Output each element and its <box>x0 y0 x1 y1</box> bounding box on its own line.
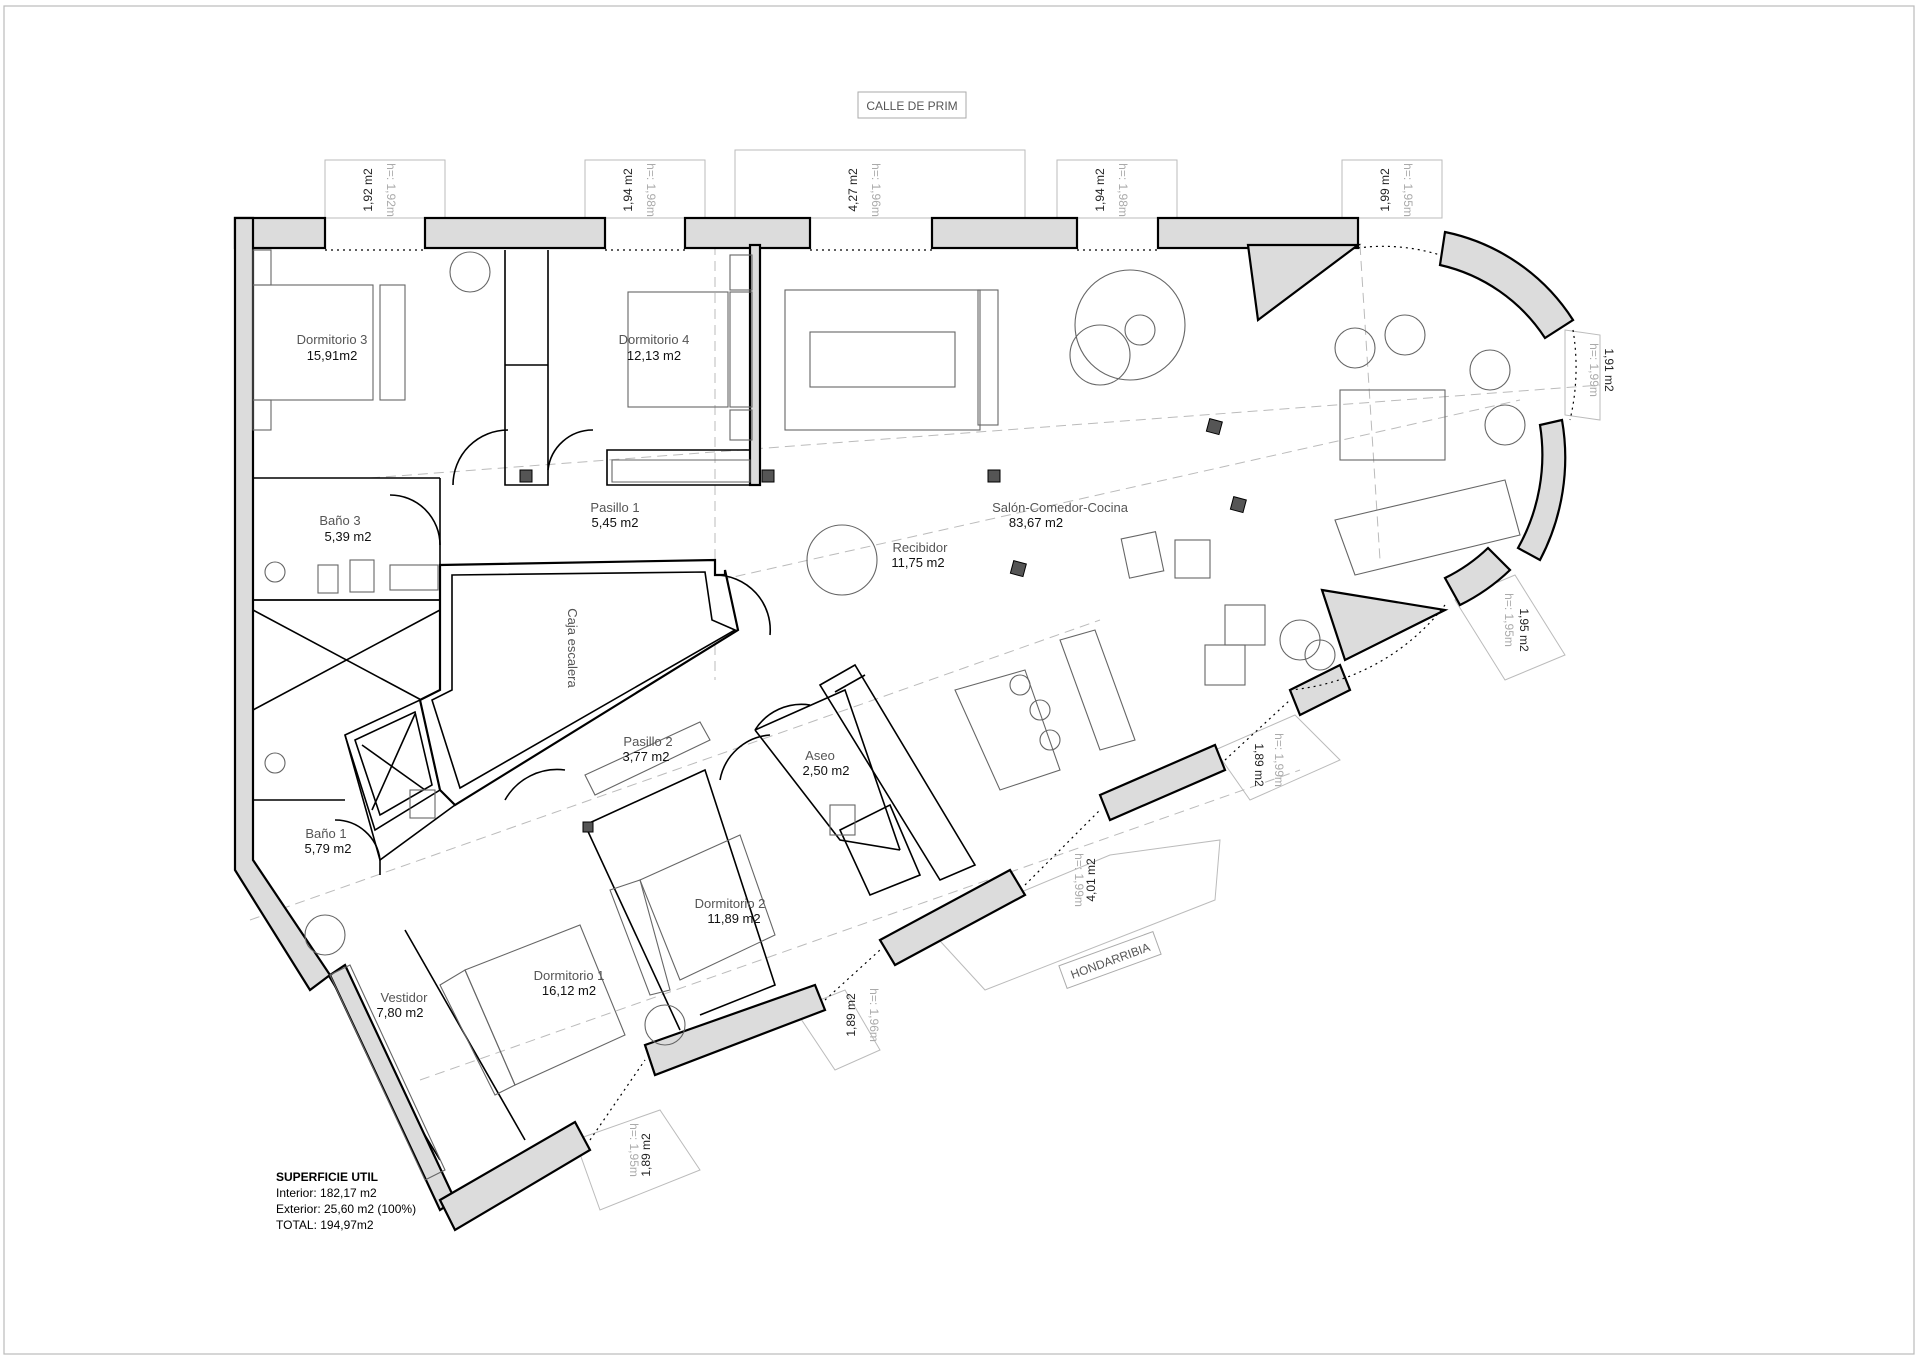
room-name-dormitorio-4: Dormitorio 4 <box>619 332 690 347</box>
street-name-south: HONDARRIBIA <box>1069 940 1152 982</box>
balcony-height-7: h=: 1,95m <box>1502 593 1516 647</box>
street-label-south: HONDARRIBIA <box>1058 930 1162 990</box>
room-area-salon: 83,67 m2 <box>1009 515 1063 530</box>
balcony-area-9: 4,01 m2 <box>1084 858 1098 902</box>
structural-columns <box>519 418 1247 833</box>
room-name-dormitorio-2: Dormitorio 2 <box>695 896 766 911</box>
balcony-area-10: 1,89 m2 <box>844 993 858 1037</box>
room-area-pasillo-1: 5,45 m2 <box>592 515 639 530</box>
room-area-dormitorio-1: 16,12 m2 <box>542 983 596 998</box>
furniture <box>252 249 1526 1181</box>
room-area-aseo: 2,50 m2 <box>803 763 850 778</box>
balcony-height-2: h=: 1,98m <box>644 163 658 217</box>
balcony-area-11: 1,89 m2 <box>639 1133 653 1177</box>
room-name-salon: Salón-Comedor-Cocina <box>992 500 1129 515</box>
room-area-dormitorio-3: 15,91m2 <box>307 348 358 363</box>
balcony-area-1: 1,92 m2 <box>361 168 375 212</box>
balcony-height-9: h=: 1,99m <box>1072 853 1086 907</box>
summary-title: SUPERFICIE UTIL <box>276 1170 378 1184</box>
room-name-pasillo-2: Pasillo 2 <box>623 734 672 749</box>
balcony-area-2: 1,94 m2 <box>621 168 635 212</box>
axis-lines <box>249 244 1601 1081</box>
room-name-dormitorio-1: Dormitorio 1 <box>534 968 605 983</box>
balcony-height-6: h=: 1,99m <box>1587 343 1601 397</box>
area-summary: SUPERFICIE UTIL Interior: 182,17 m2 Exte… <box>276 1170 416 1232</box>
balcony-height-3: h=: 1,96m <box>869 163 883 217</box>
exterior-walls <box>233 216 1575 1232</box>
balcony-height-10: h=: 1,96m <box>867 988 881 1042</box>
room-area-recibidor: 11,75 m2 <box>891 555 944 570</box>
window-lines <box>325 245 1577 1141</box>
room-name-aseo: Aseo <box>805 748 835 763</box>
room-area-vestidor: 7,80 m2 <box>377 1005 424 1020</box>
balcony-height-1: h=: 1,92m <box>384 163 398 217</box>
balcony-height-8: h=: 1,99m <box>1272 733 1286 787</box>
room-name-recibidor: Recibidor <box>893 540 949 555</box>
room-name-vestidor: Vestidor <box>381 990 429 1005</box>
balcony-height-4: h=: 1,98m <box>1116 163 1130 217</box>
room-area-bano-3: 5,39 m2 <box>325 529 372 544</box>
balcony-labels: 1,92 m2 h=: 1,92m 1,94 m2 h=: 1,98m 4,27… <box>361 163 1616 1177</box>
balcony-area-7: 1,95 m2 <box>1517 608 1531 652</box>
summary-interior: Interior: 182,17 m2 <box>276 1186 377 1200</box>
room-name-pasillo-1: Pasillo 1 <box>590 500 639 515</box>
room-name-dormitorio-3: Dormitorio 3 <box>297 332 368 347</box>
room-name-caja-escalera: Caja escalera <box>565 608 580 688</box>
room-labels: Dormitorio 3 15,91m2 Dormitorio 4 12,13 … <box>297 332 1129 1020</box>
balcony-outlines <box>324 149 1601 1211</box>
room-name-bano-3: Baño 3 <box>319 513 360 528</box>
balcony-height-5: h=: 1,95m <box>1401 163 1415 217</box>
summary-exterior: Exterior: 25,60 m2 (100%) <box>276 1202 416 1216</box>
balcony-area-4: 1,94 m2 <box>1093 168 1107 212</box>
door-swings <box>334 429 811 861</box>
balcony-area-5: 1,99 m2 <box>1378 168 1392 212</box>
room-area-dormitorio-4: 12,13 m2 <box>627 348 681 363</box>
sheet-border <box>3 5 1915 1355</box>
balcony-height-11: h=: 1,95m <box>627 1123 641 1177</box>
summary-total: TOTAL: 194,97m2 <box>276 1218 374 1232</box>
room-name-bano-1: Baño 1 <box>305 826 346 841</box>
room-area-dormitorio-2: 11,89 m2 <box>707 911 760 926</box>
balcony-area-8: 1,89 m2 <box>1252 743 1266 787</box>
street-label-north: CALLE DE PRIM <box>857 91 967 119</box>
room-area-bano-1: 5,79 m2 <box>305 841 352 856</box>
balcony-area-6: 1,91 m2 <box>1602 348 1616 392</box>
balcony-area-3: 4,27 m2 <box>846 168 860 212</box>
room-area-pasillo-2: 3,77 m2 <box>623 749 670 764</box>
street-name-north: CALLE DE PRIM <box>866 99 957 113</box>
